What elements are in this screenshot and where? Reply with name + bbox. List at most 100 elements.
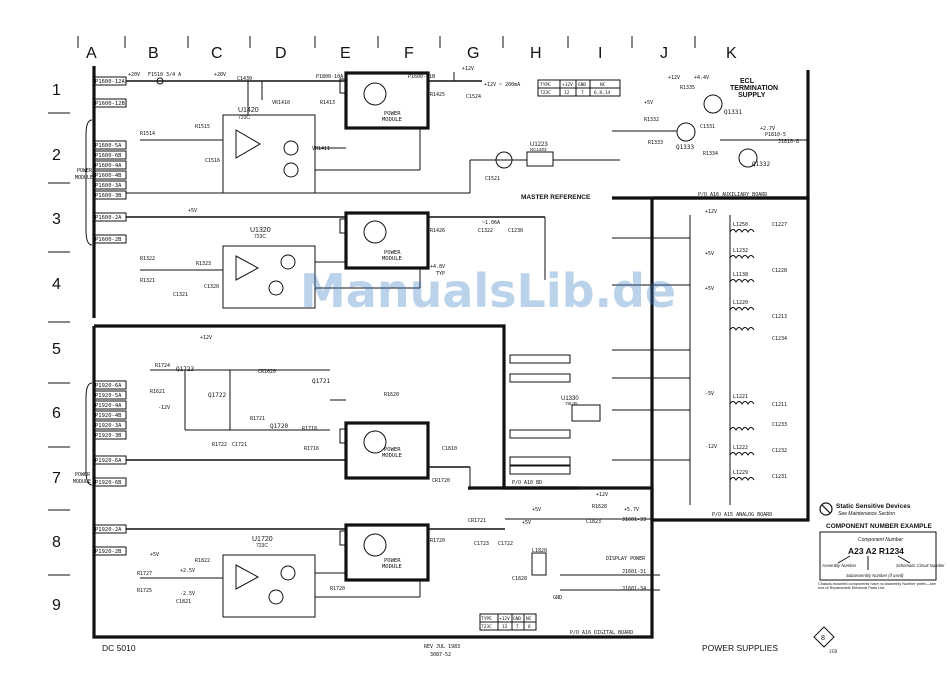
board-label-auxiliary: P/O A16 AUXILIARY BOARD [698, 192, 767, 198]
conn-label: P1600-4A [95, 163, 122, 169]
static-hand-icon [819, 502, 833, 516]
net-label: C1828 [512, 576, 527, 582]
net-label: J1810-8 [778, 139, 799, 145]
refdes: Q1722 [208, 392, 226, 399]
refdes: R1621 [150, 389, 165, 395]
component-example-label: Assembly Number [821, 563, 857, 568]
net-label: +5V [705, 286, 714, 292]
net-label: P1600-11B [408, 74, 435, 80]
net-label: L1221 [733, 394, 748, 400]
power-module-text: MODULE [382, 564, 402, 570]
net-label: DISPLAY POWER [606, 556, 646, 562]
column-ruler: A B C D E F G H I J K [77, 36, 737, 62]
row-label-2: 2 [52, 147, 61, 164]
refdes: CR1620 [258, 369, 276, 375]
footer-badge: 8 JCB [813, 626, 837, 655]
watermark: ManualsLib.de [300, 264, 676, 318]
net-label: -12V [705, 444, 717, 450]
ic-type: 723C [254, 234, 266, 240]
power-module-text: MODULE [382, 453, 402, 459]
refdes: R1716 [304, 446, 319, 452]
net-label: ~1.06A [482, 220, 500, 226]
net-label: C1211 [772, 402, 787, 408]
type-table-cell: 7 [516, 624, 519, 630]
master-reference-heading: MASTER REFERENCE [521, 194, 591, 201]
type-table-top: TYPE +12V GND NC 723C 12 7 6,8,14 [537, 79, 621, 97]
refdes: C1524 [466, 94, 481, 100]
net-label: C1231 [772, 474, 787, 480]
power-module-text: POWER [384, 250, 401, 256]
refdes: C1810 [442, 446, 457, 452]
conn-label: P1600-3B [95, 193, 122, 199]
refdes: C1721 [232, 442, 247, 448]
static-notice-title: Static Sensitive Devices [836, 503, 911, 510]
net-label: +20V [214, 72, 226, 78]
refdes: R1322 [140, 256, 155, 262]
refdes: R1321 [140, 278, 155, 284]
conn-label: P1920-4A [95, 403, 122, 409]
refdes: R1628 [592, 504, 607, 510]
component-example-label: Schematic Circuit Number [896, 563, 945, 568]
net-label: +12V ~ 200mA [484, 82, 520, 88]
static-notice-sub: See Maintenance Section [838, 511, 895, 517]
ecl-heading: ECL TERMINATION SUPPLY [730, 78, 778, 99]
row-label-9: 9 [52, 597, 61, 614]
col-label-c: C [211, 45, 223, 62]
net-label: Q1332 [752, 161, 770, 168]
left-connectors-top: P1600-12A P1600-12B P1600-5A P1600-6B P1… [75, 76, 127, 246]
net-label: +12V [462, 66, 474, 72]
refdes: R1822 [195, 558, 210, 564]
net-label: R1332 [644, 117, 659, 123]
net-label: J1601-33 [622, 517, 646, 523]
net-label: +5V [705, 251, 714, 257]
conn-label: P1600-12A [95, 79, 125, 85]
net-label: C1213 [772, 314, 787, 320]
col-label-f: F [404, 45, 414, 62]
vert-power-label: POWER [75, 472, 91, 478]
row-label-4: 4 [52, 276, 61, 293]
type-table-cell: +12V [499, 616, 510, 622]
component-example-title: COMPONENT NUMBER EXAMPLE [826, 523, 932, 530]
refdes: Q1723 [176, 366, 194, 373]
static-notice: Static Sensitive Devices See Maintenance… [819, 502, 911, 517]
refdes: CR1720 [432, 478, 450, 484]
refdes: R1720 [330, 586, 345, 592]
net-label: R1335 [680, 85, 695, 91]
refdes: R1515 [195, 124, 210, 130]
col-label-a: A [86, 45, 97, 62]
net-label: +5.7V [624, 507, 639, 513]
col-label-g: G [467, 45, 479, 62]
board-label-digital: P/O A16 DIGITAL BOARD [570, 630, 633, 636]
refdes: VR1411 [312, 146, 330, 152]
type-table-cell: NC [526, 616, 532, 622]
net-label: +20V [128, 72, 140, 78]
power-module-3: POWER MODULE [339, 421, 430, 480]
net-label: C1227 [772, 222, 787, 228]
row-label-7: 7 [52, 470, 61, 487]
row-label-3: 3 [52, 211, 61, 228]
net-label: +4.8V [430, 264, 445, 270]
type-table-cell: 7 [581, 90, 584, 96]
net-label: +2.5V [180, 568, 195, 574]
net-label: L1232 [733, 248, 748, 254]
type-table-cell: +12V [562, 82, 573, 88]
wiring: P/O A10 BD [126, 72, 808, 598]
net-label: +5V [188, 208, 197, 214]
ic-type: 723C [256, 543, 268, 549]
component-example-number: A23 A2 R1234 [848, 546, 904, 556]
refdes: C1322 [478, 228, 493, 234]
row-ruler: 1 2 3 4 5 6 7 8 9 [48, 82, 70, 614]
net-label: C1430 [237, 76, 252, 82]
net-label: -12V [158, 405, 170, 411]
footer-rev: REV JUL 1983 [424, 644, 460, 650]
net-label: C1228 [772, 268, 787, 274]
conn-label: P1920-6A [95, 383, 122, 389]
net-label: +12V [200, 335, 212, 341]
regulator-u1223: U1223 NC1403 [495, 142, 554, 169]
net-label: L1222 [733, 445, 748, 451]
refdes: R1718 [302, 426, 317, 432]
ic-name: U1330 [561, 396, 579, 402]
col-label-h: H [530, 45, 542, 62]
col-label-e: E [340, 45, 351, 62]
